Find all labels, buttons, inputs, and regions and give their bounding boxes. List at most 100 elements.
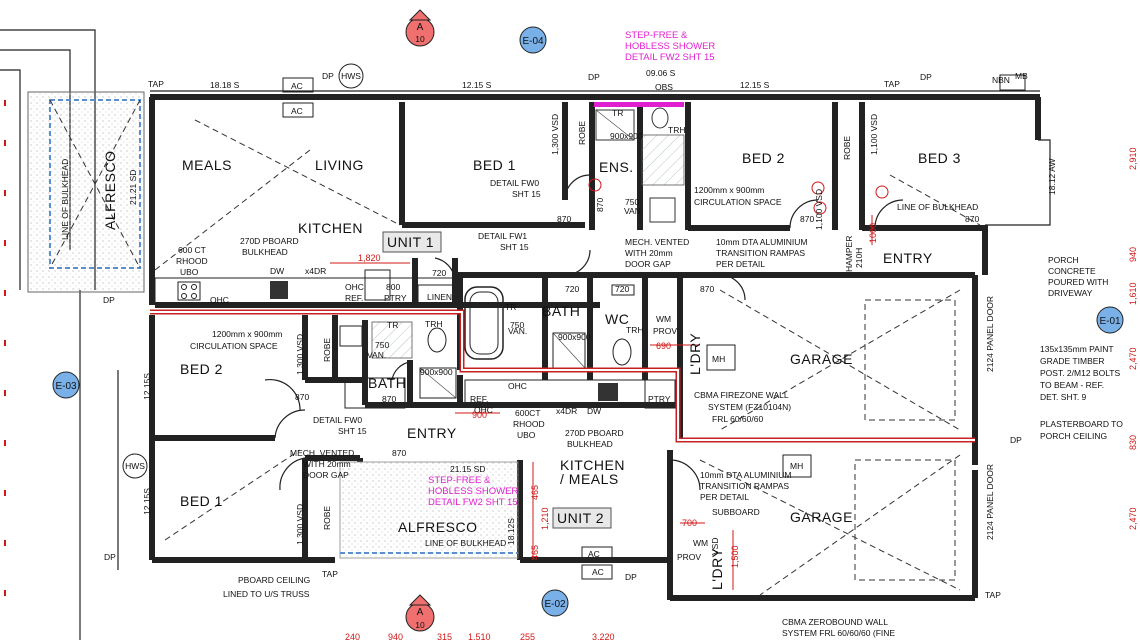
svg-text:240: 240 [345,632,360,640]
svg-text:CONCRETE: CONCRETE [1048,266,1096,276]
svg-text:12.15S: 12.15S [142,373,152,400]
panel-door-unit2: 2124 PANEL DOOR [985,464,995,540]
svg-text:OHC: OHC [474,405,493,415]
note-mech-vent-b: MECH. VENTED WITH 20mm DOOR GAP [290,448,354,480]
svg-text:PROV: PROV [653,326,677,336]
alfresco-unit2-area [339,461,519,559]
note-pboard-b: 270D PBOARD BULKHEAD [565,428,624,449]
kitchen-bench-unit2 [464,379,676,409]
bottom-edge-dims: 240 940 315 1,510 255 3,220 [345,632,615,640]
svg-text:ROBE: ROBE [322,506,332,530]
svg-text:RHOOD: RHOOD [176,256,208,266]
svg-text:PORCH CEILING: PORCH CEILING [1040,431,1107,441]
svg-text:800: 800 [386,282,400,292]
svg-text:DETAIL FW2 SHT 15: DETAIL FW2 SHT 15 [428,497,518,508]
svg-text:465: 465 [530,545,540,560]
note-detail-fw0-b: DETAIL FW0 SHT 15 [313,415,367,436]
svg-text:WM: WM [693,538,708,548]
svg-text:12.15 S: 12.15 S [462,80,492,90]
svg-text:1,510: 1,510 [468,632,491,640]
red-dimension-labels: 1,820 690 900 1,210 465 465 700 1,500 10… [358,223,878,568]
svg-text:TAP: TAP [322,569,338,579]
svg-text:940: 940 [1128,247,1138,262]
svg-text:AC: AC [588,549,600,559]
svg-text:2,470: 2,470 [1128,347,1138,370]
svg-text:SYSTEM (FZ10104N): SYSTEM (FZ10104N) [708,402,791,412]
svg-text:900x900: 900x900 [558,332,591,342]
room-bath-unit1: BATH [542,303,580,319]
note-pboard-a: 270D PBOARD BULKHEAD [240,236,299,257]
room-garage-unit2: GARAGE [790,509,853,525]
svg-text:12.15 S: 12.15 S [740,80,770,90]
svg-text:WITH 20mm: WITH 20mm [303,459,351,469]
svg-text:POST. 2/M12 BOLTS: POST. 2/M12 BOLTS [1040,368,1120,378]
svg-text:700: 700 [682,518,697,528]
right-edge-dims: 2,910 940 1,610 2,470 830 2,470 [1128,147,1138,530]
svg-text:DETAIL FW2 SHT 15: DETAIL FW2 SHT 15 [625,52,715,63]
note-rhood-a: 600 CT RHOOD UBO [176,245,208,277]
svg-text:TAP: TAP [148,79,164,89]
svg-text:1200mm x 900mm: 1200mm x 900mm [212,329,282,339]
svg-text:REF.: REF. [345,293,363,303]
svg-text:10mm DTA ALUMINIUM: 10mm DTA ALUMINIUM [700,470,791,480]
svg-text:1,100 VSD: 1,100 VSD [814,189,824,230]
firewall-line [150,309,975,443]
svg-text:255: 255 [520,632,535,640]
svg-text:270D PBOARD: 270D PBOARD [565,428,624,438]
svg-text:AC: AC [291,106,303,116]
svg-text:PER DETAIL: PER DETAIL [716,259,765,269]
svg-text:NBN: NBN [992,75,1010,85]
svg-text:870: 870 [295,392,309,402]
small-labels: TAP DP AC AC OBS DP TAP DP NBN MB DW OHC… [103,71,1028,600]
svg-text:MB: MB [1015,71,1028,81]
svg-text:TRH: TRH [425,319,442,329]
callout-10-bottom: 10 [415,620,425,630]
svg-text:HAMPER: HAMPER [844,236,854,272]
svg-text:AC: AC [291,81,303,91]
svg-text:750: 750 [510,320,524,330]
svg-text:VSD: VSD [710,538,720,555]
svg-text:DP: DP [920,72,932,82]
svg-text:DP: DP [1010,435,1022,445]
svg-text:BULKHEAD: BULKHEAD [242,247,288,257]
svg-text:18.12S: 18.12S [506,518,516,545]
svg-text:DW: DW [270,266,284,276]
svg-text:OBS: OBS [655,82,673,92]
svg-text:690: 690 [656,341,671,351]
svg-text:CBMA ZEROBOUND WALL: CBMA ZEROBOUND WALL [782,617,888,627]
svg-text:SHT 15: SHT 15 [500,242,529,252]
svg-text:OHC: OHC [345,282,364,292]
room-alfresco-unit2: ALFRESCO [398,519,477,535]
svg-text:WM: WM [656,314,671,324]
callout-e01: E-01 [1099,316,1121,327]
svg-text:1,820: 1,820 [358,253,381,263]
svg-text:270D PBOARD: 270D PBOARD [240,236,299,246]
svg-text:CIRCULATION SPACE: CIRCULATION SPACE [190,341,278,351]
svg-text:MECH. VENTED: MECH. VENTED [625,237,689,247]
note-circulation-c: LINE OF BULKHEAD LINE OF BULKHEAD SUBBOA… [425,202,978,548]
svg-text:2,910: 2,910 [1128,147,1138,170]
svg-text:DP: DP [103,295,115,305]
room-meals: MEALS [182,157,232,173]
svg-text:REF.: REF. [470,394,488,404]
note-rhood-b: 600CT RHOOD UBO [513,408,545,440]
svg-text:MECH. VENTED: MECH. VENTED [290,448,354,458]
svg-text:PLASTERBOARD TO: PLASTERBOARD TO [1040,419,1123,429]
svg-text:DP: DP [588,72,600,82]
svg-text:ROBE: ROBE [842,136,852,160]
svg-text:720: 720 [565,284,579,294]
svg-text:12.15S: 12.15S [142,488,152,515]
svg-text:LINEN: LINEN [427,292,452,302]
svg-text:DP: DP [322,71,334,81]
hws-top: HWS [341,71,361,81]
ensuite-shower [594,102,685,223]
svg-text:1,300 VSD: 1,300 VSD [295,334,305,375]
room-alfresco-unit1: ALFRESCO [102,151,118,230]
svg-text:870: 870 [392,448,406,458]
svg-text:VAN.: VAN. [624,206,643,216]
room-kitchen: KITCHEN [298,220,363,236]
svg-text:1,300 VSD: 1,300 VSD [295,504,305,545]
svg-text:900: 900 [472,410,487,420]
callout-a-bottom: A [417,607,424,618]
